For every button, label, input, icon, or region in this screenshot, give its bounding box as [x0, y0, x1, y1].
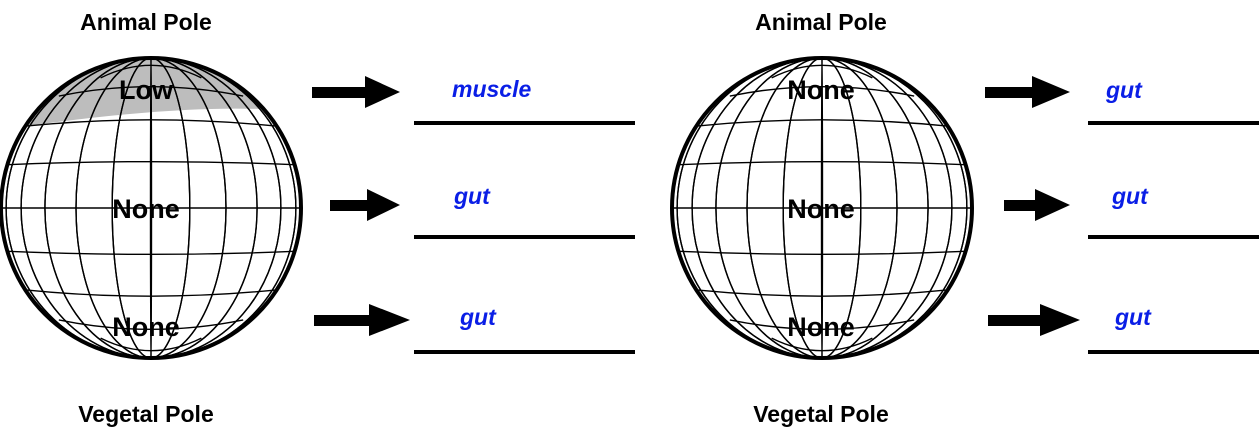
animal-pole-label: Animal Pole: [80, 9, 212, 35]
embryo-1: Animal Pole Low None None muscle gut g: [0, 0, 635, 427]
answer-bottom: gut: [1114, 304, 1152, 330]
region-label-middle: None: [787, 194, 855, 224]
animal-pole-label: Animal Pole: [755, 9, 887, 35]
answer-middle: gut: [453, 183, 491, 209]
answer-bottom: gut: [459, 304, 497, 330]
embryo-2: Animal Pole None None None gut gut gut V…: [668, 9, 1259, 427]
vegetal-pole-label: Vegetal Pole: [78, 401, 214, 427]
arrow-bottom: [314, 304, 410, 336]
answer-top: muscle: [452, 76, 531, 102]
region-label-bottom: None: [787, 312, 855, 342]
region-label-middle: None: [112, 194, 180, 224]
arrow-middle: [330, 189, 400, 221]
arrow-top: [985, 76, 1070, 108]
region-label-bottom: None: [112, 312, 180, 342]
embryo-1-sphere: [0, 0, 305, 358]
answer-middle: gut: [1111, 183, 1149, 209]
region-label-top: Low: [119, 75, 174, 105]
region-label-top: None: [787, 75, 855, 105]
arrow-top: [312, 76, 400, 108]
vegetal-pole-label: Vegetal Pole: [753, 401, 889, 427]
arrow-bottom: [988, 304, 1080, 336]
answer-top: gut: [1105, 77, 1143, 103]
arrow-middle: [1004, 189, 1070, 221]
